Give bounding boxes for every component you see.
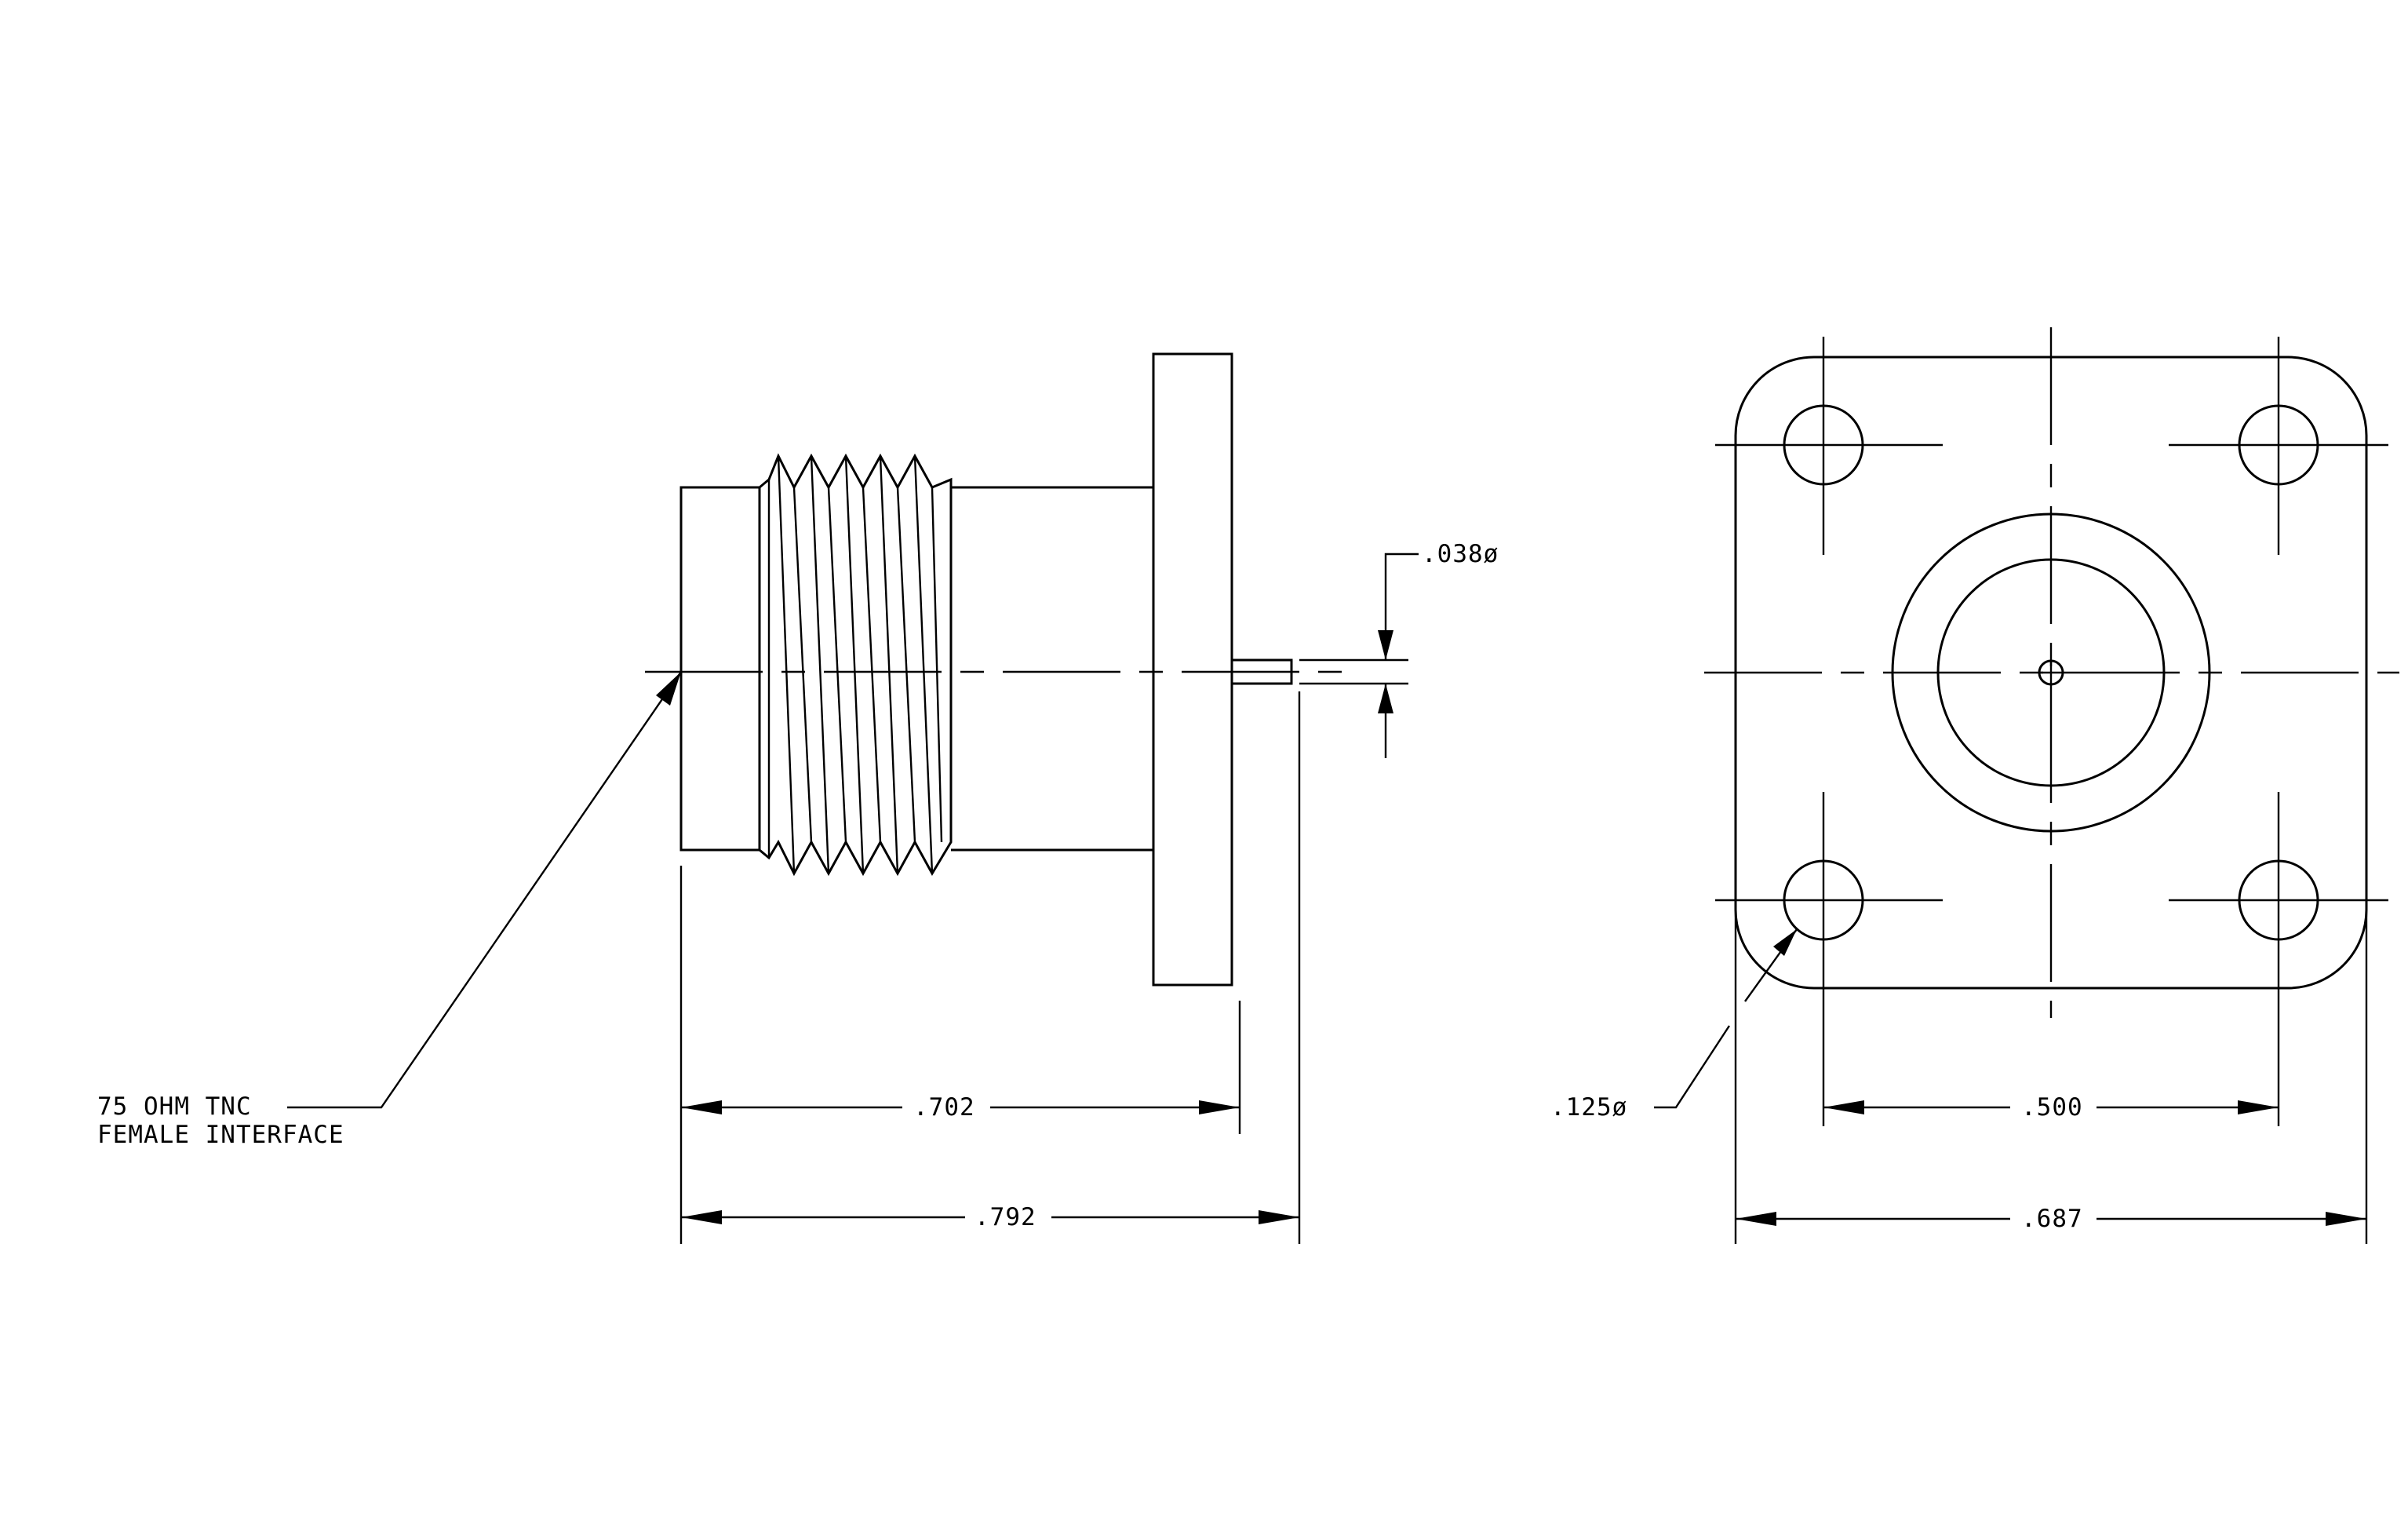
mounting-hole-bottom-left (1715, 792, 1943, 1018)
interface-callout: 75 OHM TNC FEMALE INTERFACE (97, 671, 682, 1149)
hole-diameter-callout: .125ø (1550, 928, 1798, 1122)
callout-line1: 75 OHM TNC (97, 1092, 252, 1121)
overall-length-dimension: .792 (681, 691, 1301, 1244)
mounting-hole-bottom-right (2169, 792, 2388, 1018)
side-view: 75 OHM TNC FEMALE INTERFACE .038ø .702 (97, 352, 1499, 1244)
interface-nose (679, 486, 761, 852)
flange-width-dimension: .687 (1734, 910, 2368, 1244)
front-view: .125ø .500 .687 (1550, 327, 2399, 1244)
body-length-label: .702 (913, 1093, 975, 1122)
overall-length-label: .792 (974, 1203, 1036, 1231)
flange-width-label: .687 (2021, 1205, 2083, 1233)
pin-diameter-label: .038ø (1422, 540, 1499, 568)
thread-section (758, 453, 953, 877)
hole-spacing-dimension: .500 (1822, 1018, 2280, 1126)
callout-line2: FEMALE INTERFACE (97, 1121, 344, 1149)
connector-body (951, 486, 1153, 852)
hole-diameter-label: .125ø (1550, 1093, 1627, 1122)
flange-side (1152, 352, 1233, 987)
mounting-hole-top-right (2169, 337, 2388, 555)
hole-spacing-label: .500 (2021, 1093, 2083, 1122)
outer-ring (1891, 512, 2211, 833)
body-length-dimension: .702 (679, 866, 1241, 1244)
mounting-hole-top-left (1715, 337, 1943, 555)
pin-diameter-dimension: .038ø (1299, 540, 1499, 758)
inner-ring (1936, 558, 2166, 787)
